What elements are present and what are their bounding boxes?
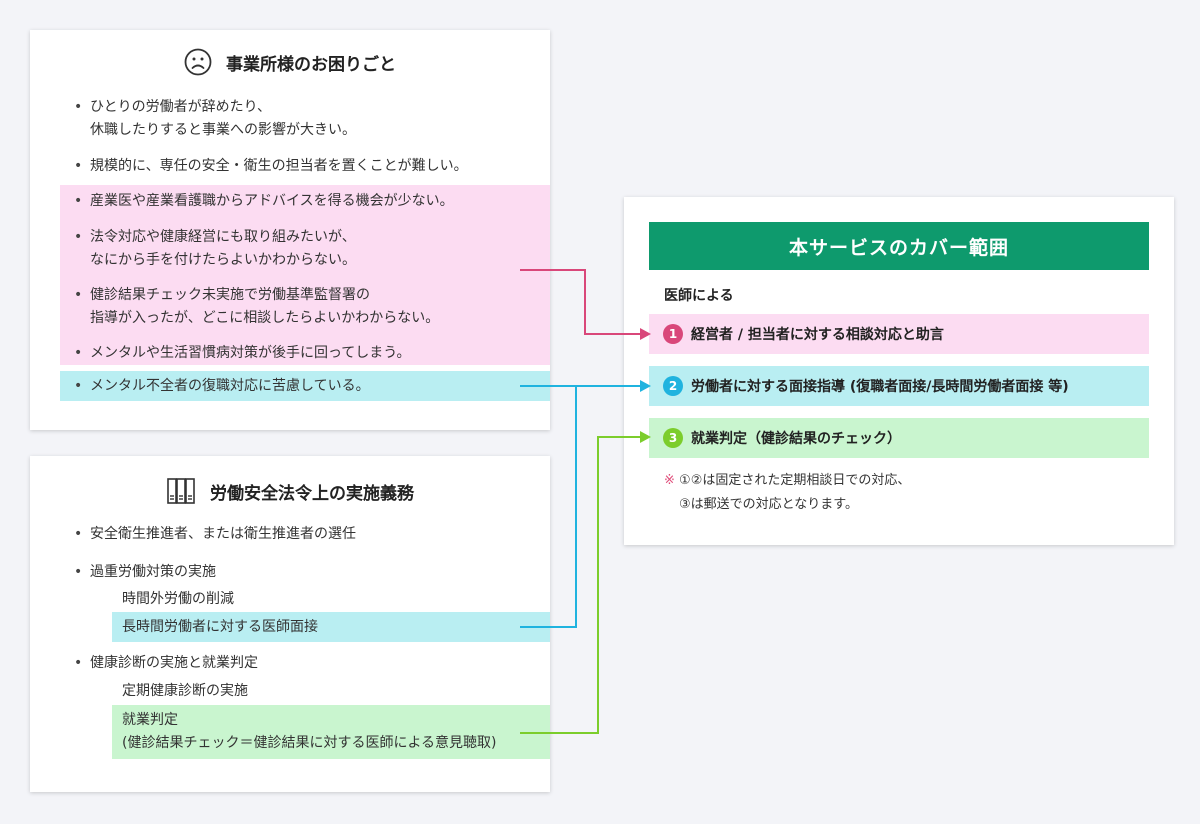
service-subtitle: 医師による	[664, 288, 734, 304]
troubles-title: 事業所様のお困りごと	[226, 54, 396, 75]
duty-item: 過重労働対策の実施	[60, 561, 550, 584]
duties-card: 労働安全法令上の実施義務 • 安全衛生推進者、または衛生推進者の選任 • 過重労…	[30, 456, 550, 792]
worried-face-icon	[184, 48, 212, 76]
note-line: ③は郵送での対応となります。	[679, 497, 858, 512]
trouble-item: ひとりの労働者が辞めたり、 休職したりすると事業への影響が大きい。	[60, 96, 550, 142]
troubles-card: 事業所様のお困りごと • ひとりの労働者が辞めたり、 休職したりすると事業への影…	[30, 30, 550, 430]
service-note: ③は郵送での対応となります。	[679, 493, 858, 517]
green-connector	[520, 436, 640, 734]
cyan-arrowhead	[640, 380, 651, 392]
trouble-item: 法令対応や健康経営にも取り組みたいが、 なにから手を付けたらよいかわからない。	[60, 226, 550, 272]
trouble-line: 規模的に、専任の安全・衛生の担当者を置くことが難しい。	[90, 158, 468, 174]
trouble-line: 法令対応や健康経営にも取り組みたいが、	[90, 229, 356, 245]
bullet: •	[74, 287, 83, 303]
trouble-item: メンタルや生活習慣病対策が後手に回ってしまう。	[60, 342, 550, 365]
bullet: •	[74, 229, 83, 245]
duty-sub: 時間外労働の削減	[112, 588, 550, 611]
trouble-line: メンタルや生活習慣病対策が後手に回ってしまう。	[90, 345, 411, 361]
bullet: •	[74, 99, 83, 115]
bullet: •	[74, 526, 83, 542]
duty-item: 安全衛生推進者、または衛生推進者の選任	[60, 523, 550, 546]
bullet: •	[74, 345, 83, 361]
duty-sub-text: 時間外労働の削減	[122, 591, 234, 607]
service-note: ※ ①②は固定された定期相談日での対応、	[664, 469, 910, 493]
trouble-item: 規模的に、専任の安全・衛生の担当者を置くことが難しい。	[60, 155, 550, 178]
trouble-line: 休職したりすると事業への影響が大きい。	[90, 122, 356, 138]
trouble-line: ひとりの労働者が辞めたり、	[90, 99, 272, 115]
duty-sub-highlight: 就業判定 (健診結果チェック＝健診結果に対する医師による意見聴取)	[112, 705, 550, 759]
duty-sub-text: 就業判定	[122, 712, 178, 728]
number-badge: 2	[663, 376, 683, 396]
bullet: •	[74, 158, 83, 174]
troubles-header: 事業所様のお困りごと	[30, 48, 550, 76]
bullet: •	[74, 564, 83, 580]
service-row-label: 経営者 / 担当者に対する相談対応と助言	[691, 327, 944, 343]
trouble-line: なにから手を付けたらよいかわからない。	[90, 252, 356, 268]
service-row-1: 1 経営者 / 担当者に対する相談対応と助言	[649, 314, 1149, 354]
duties-title: 労働安全法令上の実施義務	[210, 483, 414, 504]
duty-label: 健康診断の実施と就業判定	[90, 655, 258, 671]
trouble-line: 産業医や産業看護職からアドバイスを得る機会が少ない。	[90, 193, 454, 209]
duty-sub-highlight: 長時間労働者に対する医師面接	[112, 612, 550, 642]
trouble-line: 指導が入ったが、どこに相談したらよいかわからない。	[90, 310, 440, 326]
pink-connector	[520, 269, 640, 335]
cyan-connector	[520, 386, 577, 628]
service-card: 本サービスのカバー範囲 医師による 1 経営者 / 担当者に対する相談対応と助言…	[624, 197, 1174, 545]
service-row-2: 2 労働者に対する面接指導 (復職者面接/長時間労働者面接 等)	[649, 366, 1149, 406]
note-mark: ※	[664, 473, 675, 488]
duty-sub-text: (健診結果チェック＝健診結果に対する医師による意見聴取)	[122, 735, 497, 751]
pink-group-highlight	[60, 185, 550, 365]
duty-item: 健康診断の実施と就業判定	[60, 652, 550, 675]
trouble-item: メンタル不全者の復職対応に苦慮している。	[60, 375, 550, 398]
service-row-label: 就業判定（健診結果のチェック）	[691, 431, 901, 447]
bullet: •	[74, 193, 83, 209]
bullet: •	[74, 655, 83, 671]
number-badge: 1	[663, 324, 683, 344]
pink-arrowhead	[640, 328, 651, 340]
duty-sub-text: 長時間労働者に対する医師面接	[122, 619, 318, 635]
trouble-item: 健診結果チェック未実施で労働基準監督署の 指導が入ったが、どこに相談したらよいか…	[60, 284, 550, 330]
number-badge: 3	[663, 428, 683, 448]
green-arrowhead	[640, 431, 651, 443]
duty-sub-text: 定期健康診断の実施	[122, 683, 248, 699]
trouble-line: メンタル不全者の復職対応に苦慮している。	[90, 378, 370, 394]
trouble-line: 健診結果チェック未実施で労働基準監督署の	[90, 287, 370, 303]
bullet: •	[74, 378, 83, 394]
service-row-label: 労働者に対する面接指導 (復職者面接/長時間労働者面接 等)	[691, 379, 1069, 395]
cyan-highlight	[60, 371, 550, 401]
note-line: ①②は固定された定期相談日での対応、	[679, 473, 911, 488]
binders-icon	[167, 478, 195, 504]
duty-label: 安全衛生推進者、または衛生推進者の選任	[90, 526, 356, 542]
service-row-3: 3 就業判定（健診結果のチェック）	[649, 418, 1149, 458]
trouble-item: 産業医や産業看護職からアドバイスを得る機会が少ない。	[60, 190, 550, 213]
duty-sub: 定期健康診断の実施	[112, 680, 550, 703]
duty-label: 過重労働対策の実施	[90, 564, 216, 580]
duties-header: 労働安全法令上の実施義務	[30, 476, 550, 506]
service-title: 本サービスのカバー範囲	[649, 222, 1149, 270]
